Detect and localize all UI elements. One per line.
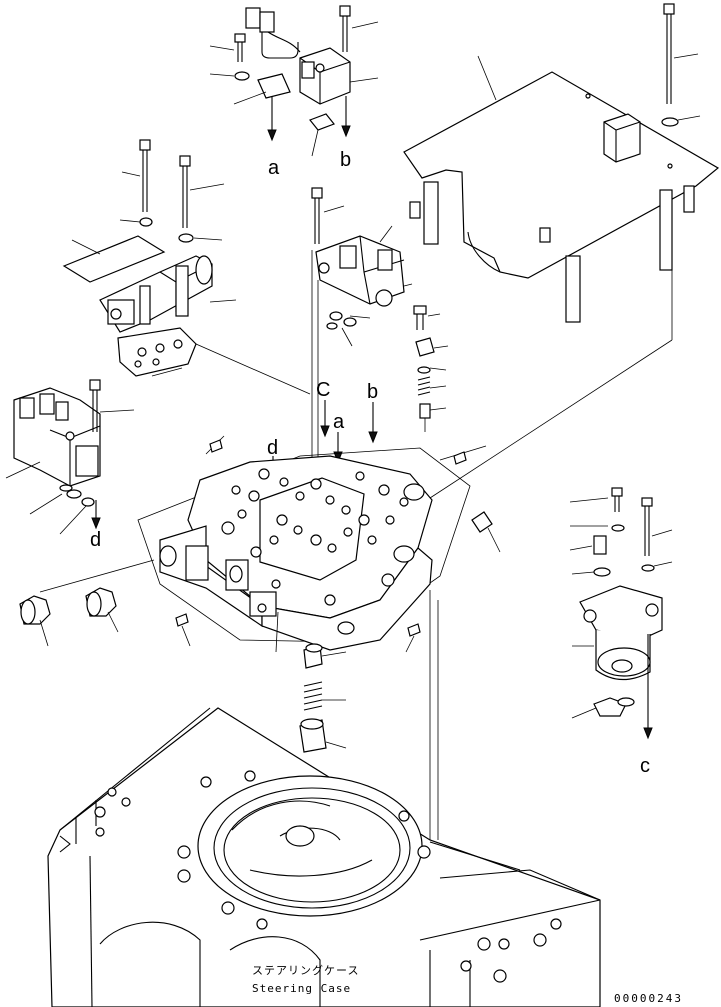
case-caption-english: Steering Case [252, 982, 351, 995]
top-solenoid-assembly: a b [209, 5, 379, 179]
main-valve-body [39, 266, 673, 651]
left-solenoid-assembly: d [5, 379, 135, 551]
steering-case: ステアリングケース Steering Case [47, 590, 601, 1007]
arrow-label-d-mid: d [267, 437, 278, 459]
arrow-label-a-mid: a [333, 411, 345, 433]
arrow-label-a-top: a [268, 157, 280, 179]
drawing-code: 00000243 [614, 992, 683, 1005]
plug-caps [19, 587, 119, 647]
mounting-plate [403, 3, 720, 323]
arrow-label-b-mid: b [367, 381, 378, 403]
lower-plug-stack [275, 611, 347, 753]
right-valve-assembly: c [569, 487, 673, 777]
arrow-label-c-mid: C [316, 379, 330, 401]
body-holes [221, 468, 409, 606]
small-screws [175, 439, 501, 653]
arrow-label-d-left: d [90, 529, 101, 551]
arrow-label-c-right: c [640, 755, 650, 777]
case-caption-japanese: ステアリングケース [252, 963, 359, 977]
plug-spring-stack [413, 305, 449, 432]
left-valve-assembly [62, 139, 311, 395]
arrow-label-b-top: b [340, 149, 351, 171]
